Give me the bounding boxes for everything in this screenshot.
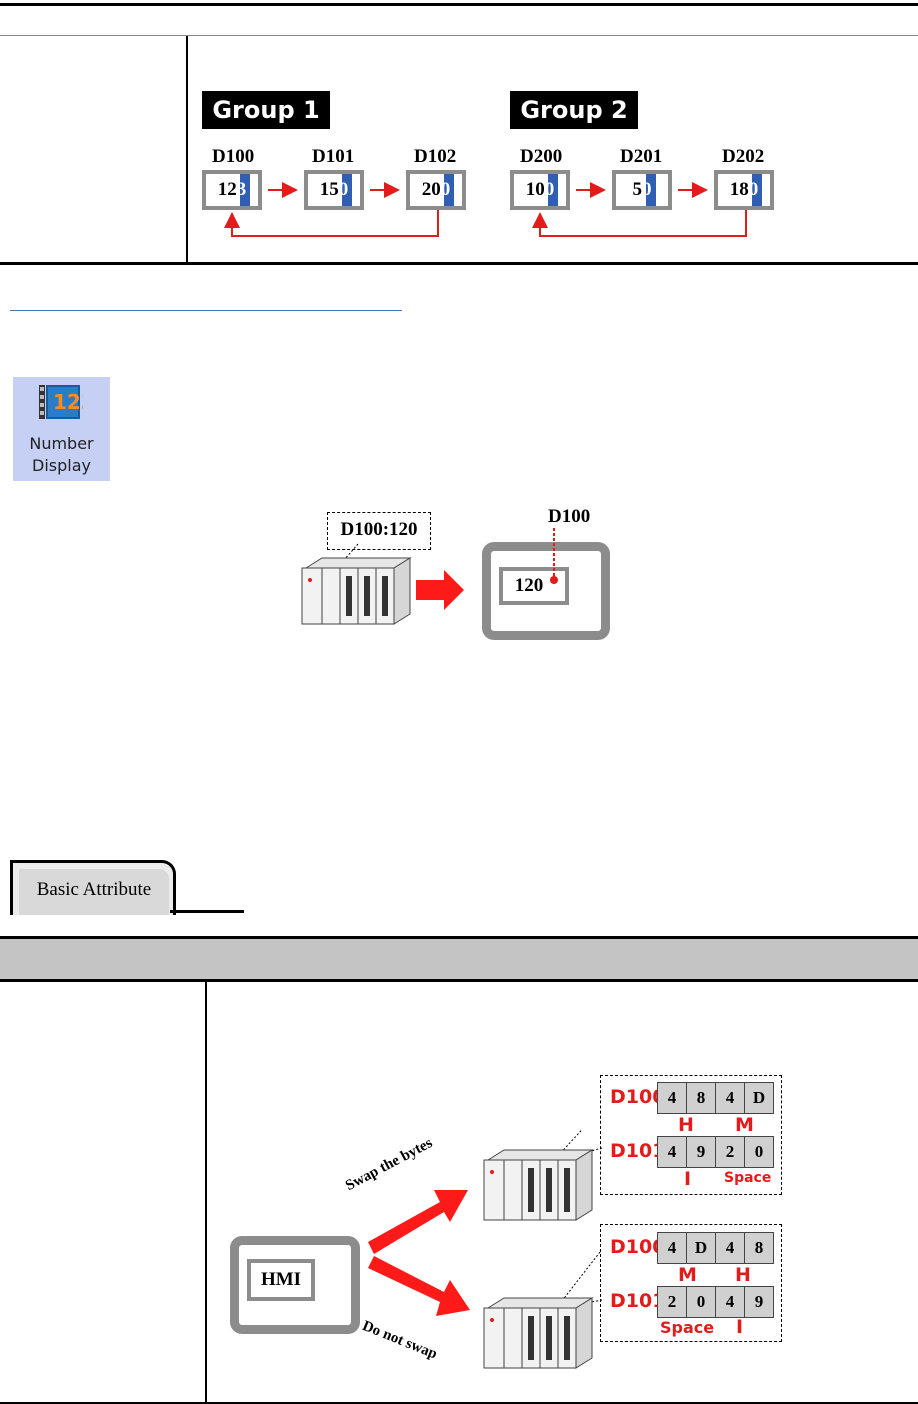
char-label: M [678,1264,697,1286]
svg-text:123: 123 [53,390,83,414]
shift-arrows [0,0,918,270]
byte-cell: 4 [657,1082,687,1114]
byte-cell: 4 [715,1232,745,1264]
byte-cell: 2 [657,1286,687,1318]
hmi-screen: 120 [482,542,610,640]
char-label: Space [660,1318,714,1337]
byte-cell: 4 [657,1232,687,1264]
byte-cell: 0 [744,1136,774,1168]
char-label: M [735,1114,754,1136]
char-label: I [736,1316,743,1338]
byte-cell: D [744,1082,774,1114]
number-display-tool-button[interactable]: 123 Number Display [13,377,110,481]
char-label: Space [724,1170,771,1186]
register-pointer [548,528,562,586]
plc-icon [296,540,416,632]
byte-cell: 9 [744,1286,774,1318]
char-label: H [678,1114,694,1136]
table2-header-border [0,979,918,982]
byte-cell: D [686,1232,716,1264]
byte-cell: 4 [715,1286,745,1318]
tab-basic-attribute[interactable]: Basic Attribute [10,860,176,915]
byte-cell: 8 [686,1082,716,1114]
hyperlink-underline [10,310,402,311]
char-label: I [684,1168,691,1190]
byte-cell: 0 [686,1286,716,1318]
byte-cell: 9 [686,1136,716,1168]
hmi-register-label: D100 [548,506,590,528]
arrow-right-icon [416,570,466,610]
tab-basic-attribute-label: Basic Attribute [19,879,169,901]
tab-underline [170,910,244,913]
byte-cell: 4 [715,1082,745,1114]
byte-cell: 8 [744,1232,774,1264]
icon-caption: Number Display [13,433,110,477]
byte-cell: 2 [715,1136,745,1168]
table2-column-divider [205,982,207,1404]
char-label: H [735,1264,751,1286]
hmi-label-box: HMI [247,1259,315,1301]
table2-header-row [0,939,918,979]
byte-cell: 4 [657,1136,687,1168]
number-display-icon: 123 [39,383,83,423]
